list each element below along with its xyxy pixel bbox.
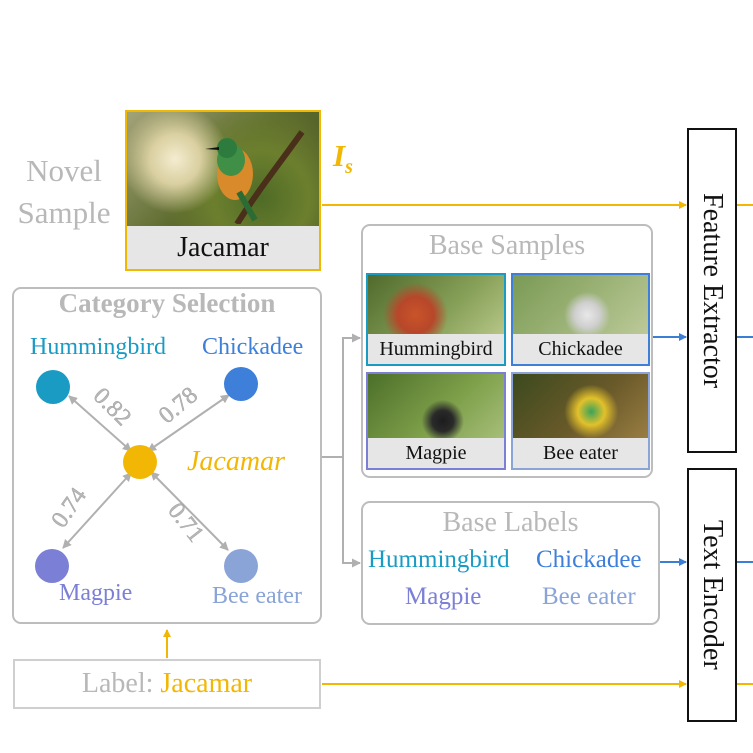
node-label-bee-eater: Bee eater — [212, 583, 302, 609]
feature-extractor-label: Feature Extractor — [697, 192, 728, 389]
jacamar-bird-illustration — [205, 130, 305, 224]
category-selection-title: Category Selection — [58, 288, 276, 318]
feature-extractor-module: Feature Extractor — [687, 128, 737, 453]
node-chickadee — [224, 367, 258, 401]
node-hummingbird — [36, 370, 70, 404]
base-sample-bee-eater-caption: Bee eater — [513, 438, 648, 468]
text-encoder-module: Text Encoder — [687, 468, 737, 722]
feature-symbol: Is — [333, 138, 353, 179]
novel-sample-image: Jacamar — [125, 110, 321, 271]
novel-sample-label: Novel Sample — [17, 153, 111, 230]
novel-sample-caption: Jacamar — [127, 226, 319, 269]
base-sample-bee-eater: Bee eater — [511, 372, 650, 470]
node-bee-eater — [224, 549, 258, 583]
base-labels-panel — [361, 501, 660, 625]
base-sample-chickadee: Chickadee — [511, 273, 650, 366]
label-prefix: Label: — [81, 668, 161, 699]
label-value: Jacamar — [160, 668, 253, 699]
arrow-category-to-base-samples — [322, 333, 361, 458]
node-magpie — [35, 549, 69, 583]
base-labels-title: Base Labels — [442, 507, 579, 538]
base-sample-chickadee-caption: Chickadee — [513, 334, 648, 364]
node-label-chickadee: Chickadee — [202, 334, 304, 360]
base-sample-magpie: Magpie — [366, 372, 506, 470]
edge-jacamar-hummingbird — [68, 395, 132, 452]
node-label-hummingbird: Hummingbird — [30, 334, 166, 360]
base-sample-hummingbird: Hummingbird — [366, 273, 506, 366]
arrow-category-to-base-labels — [342, 457, 361, 568]
text-encoder-label: Text Encoder — [697, 520, 728, 670]
base-sample-magpie-caption: Magpie — [368, 438, 504, 468]
edge-jacamar-magpie — [62, 472, 132, 549]
category-selection-panel — [12, 287, 322, 624]
base-label-hummingbird: Hummingbird — [368, 546, 510, 573]
base-sample-hummingbird-caption: Hummingbird — [368, 334, 504, 364]
feature-symbol-subscript: s — [345, 156, 353, 179]
base-samples-panel — [361, 224, 653, 478]
edge-jacamar-chickadee — [147, 394, 230, 452]
feature-symbol-main: I — [333, 138, 346, 173]
base-label-magpie: Magpie — [405, 583, 482, 610]
node-label-magpie: Magpie — [59, 580, 133, 606]
base-samples-title: Base Samples — [428, 230, 586, 261]
base-label-chickadee: Chickadee — [536, 546, 642, 573]
edge-jacamar-bee-eater — [150, 471, 229, 551]
node-jacamar — [123, 445, 157, 479]
base-label-bee-eater: Bee eater — [542, 583, 636, 610]
label-box: Label: Jacamar — [13, 659, 321, 709]
node-label-jacamar: Jacamar — [187, 446, 285, 477]
